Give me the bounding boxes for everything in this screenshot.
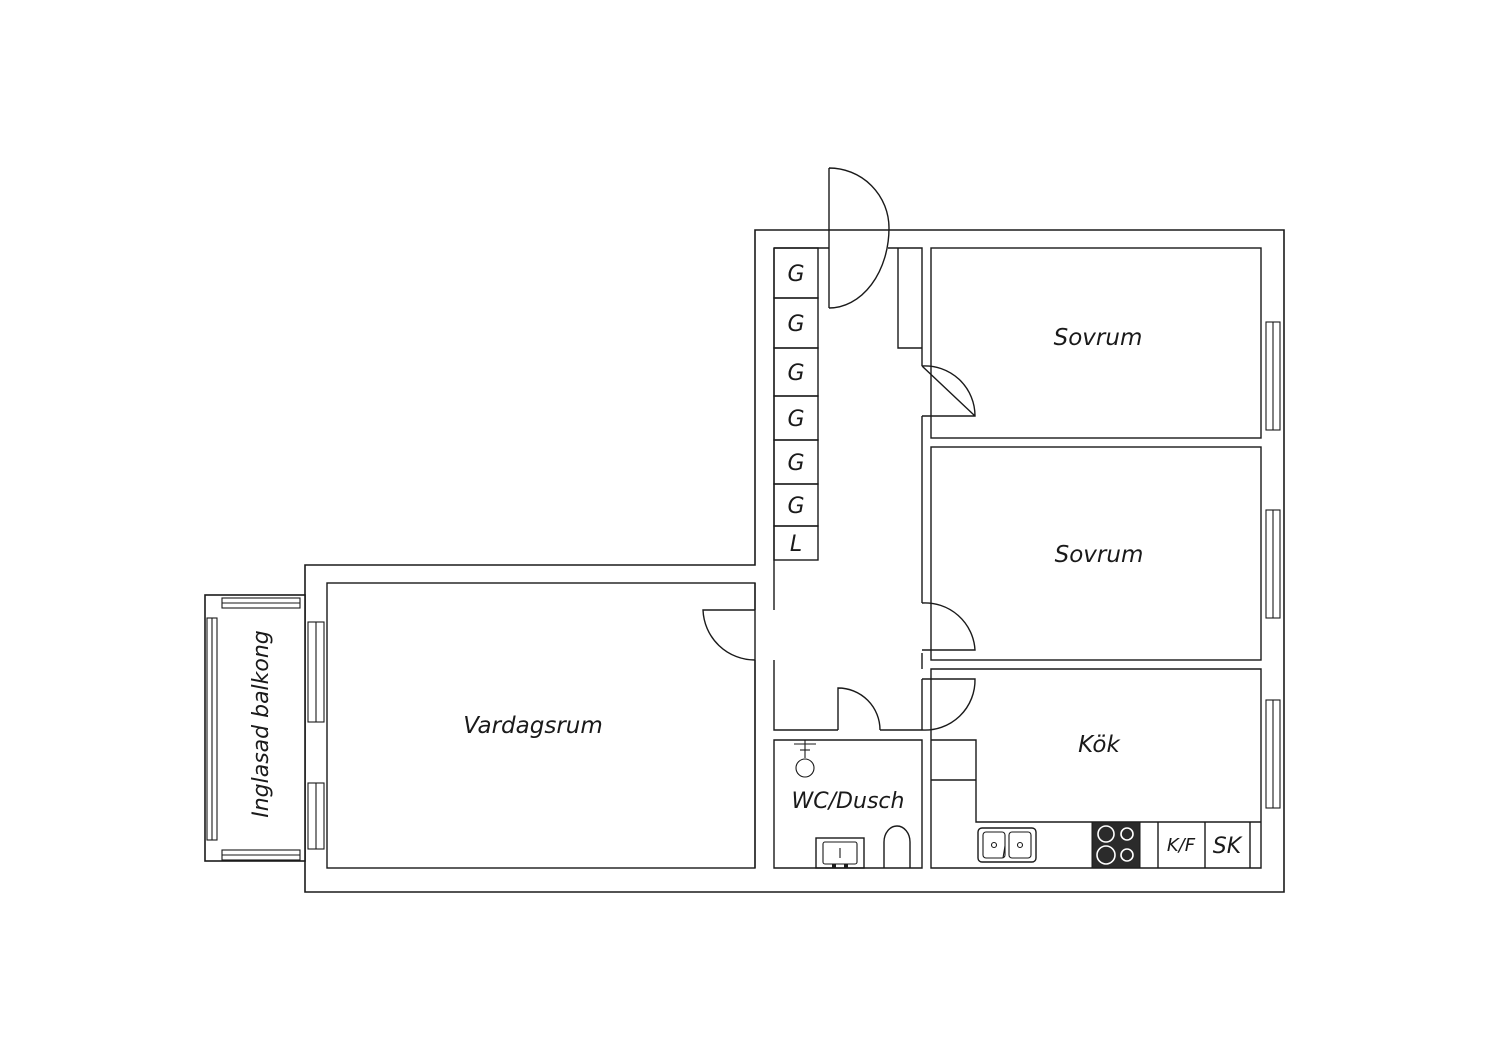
balcony-label: Inglasad balkong <box>249 630 274 818</box>
bedroom-top-label: Sovrum <box>1054 325 1143 351</box>
washbasin-icon <box>815 837 865 869</box>
kitchen-label: Kök <box>1078 732 1121 758</box>
entrance-door <box>828 167 890 309</box>
kitchen-cabinets <box>1157 822 1251 868</box>
living-room-door <box>702 609 756 661</box>
living-room-label: Vardagsrum <box>463 713 603 739</box>
bedroom-top-interior <box>930 247 1262 439</box>
closet-cell: L <box>773 525 819 561</box>
kitchen-interior <box>930 668 1262 869</box>
bedroom-middle-interior <box>930 446 1262 661</box>
pantry-label: SK <box>1213 834 1243 859</box>
windows <box>307 321 1281 850</box>
kitchen-fixtures: K/F SK <box>931 739 1261 869</box>
doors <box>702 167 976 731</box>
kitchen-door <box>921 678 976 731</box>
closet-label: G <box>787 494 804 519</box>
closet-label: G <box>787 361 804 386</box>
closet-label: G <box>787 312 804 337</box>
bedroom-top-door <box>921 365 976 417</box>
toilet-icon <box>883 825 911 868</box>
kitchen-sink-icon <box>977 827 1037 863</box>
stove-icon <box>1091 821 1141 869</box>
balcony <box>204 594 306 862</box>
outer-walls <box>304 229 1285 893</box>
bathroom-label: WC/Dusch <box>792 789 905 814</box>
closet-label: G <box>787 451 804 476</box>
shower-icon <box>794 740 816 778</box>
closet-label: G <box>787 262 804 287</box>
bedroom-middle-door <box>921 602 976 651</box>
bedroom-middle-label: Sovrum <box>1055 542 1144 568</box>
fridge-freezer-label: K/F <box>1167 835 1196 856</box>
closet-label: G <box>787 407 804 432</box>
bathroom-door <box>837 687 881 731</box>
balcony-outline <box>204 594 306 862</box>
bathroom-interior <box>773 739 923 869</box>
closet-label: L <box>790 532 802 557</box>
hall-closet <box>897 248 922 349</box>
bathroom-fixtures <box>794 740 911 869</box>
